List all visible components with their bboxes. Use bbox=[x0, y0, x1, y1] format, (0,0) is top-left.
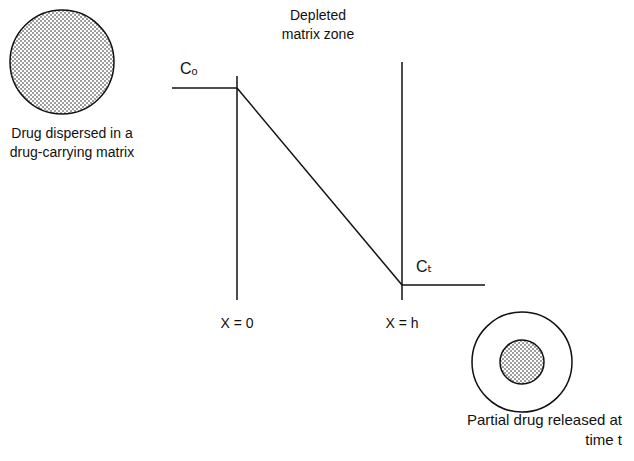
position-label: X = h bbox=[367, 314, 437, 333]
concentration-level bbox=[402, 284, 485, 286]
zone-label: Depleted matrix zone bbox=[273, 6, 363, 44]
boundary-line bbox=[401, 62, 403, 300]
concentration-label: Cₜ bbox=[416, 256, 456, 278]
drug-matrix-circle bbox=[10, 10, 114, 114]
concentration-gradient bbox=[237, 88, 402, 285]
released-matrix-circle bbox=[472, 312, 572, 412]
boundary-line bbox=[236, 76, 238, 300]
remaining-drug-core bbox=[500, 340, 544, 384]
caption-label: Drug dispersed in a drug-carrying matrix bbox=[2, 124, 142, 162]
caption-label: Partial drug released at time t bbox=[440, 410, 622, 451]
concentration-level bbox=[172, 87, 237, 89]
position-label: X = 0 bbox=[202, 314, 272, 333]
concentration-label: Cₒ bbox=[180, 58, 220, 80]
